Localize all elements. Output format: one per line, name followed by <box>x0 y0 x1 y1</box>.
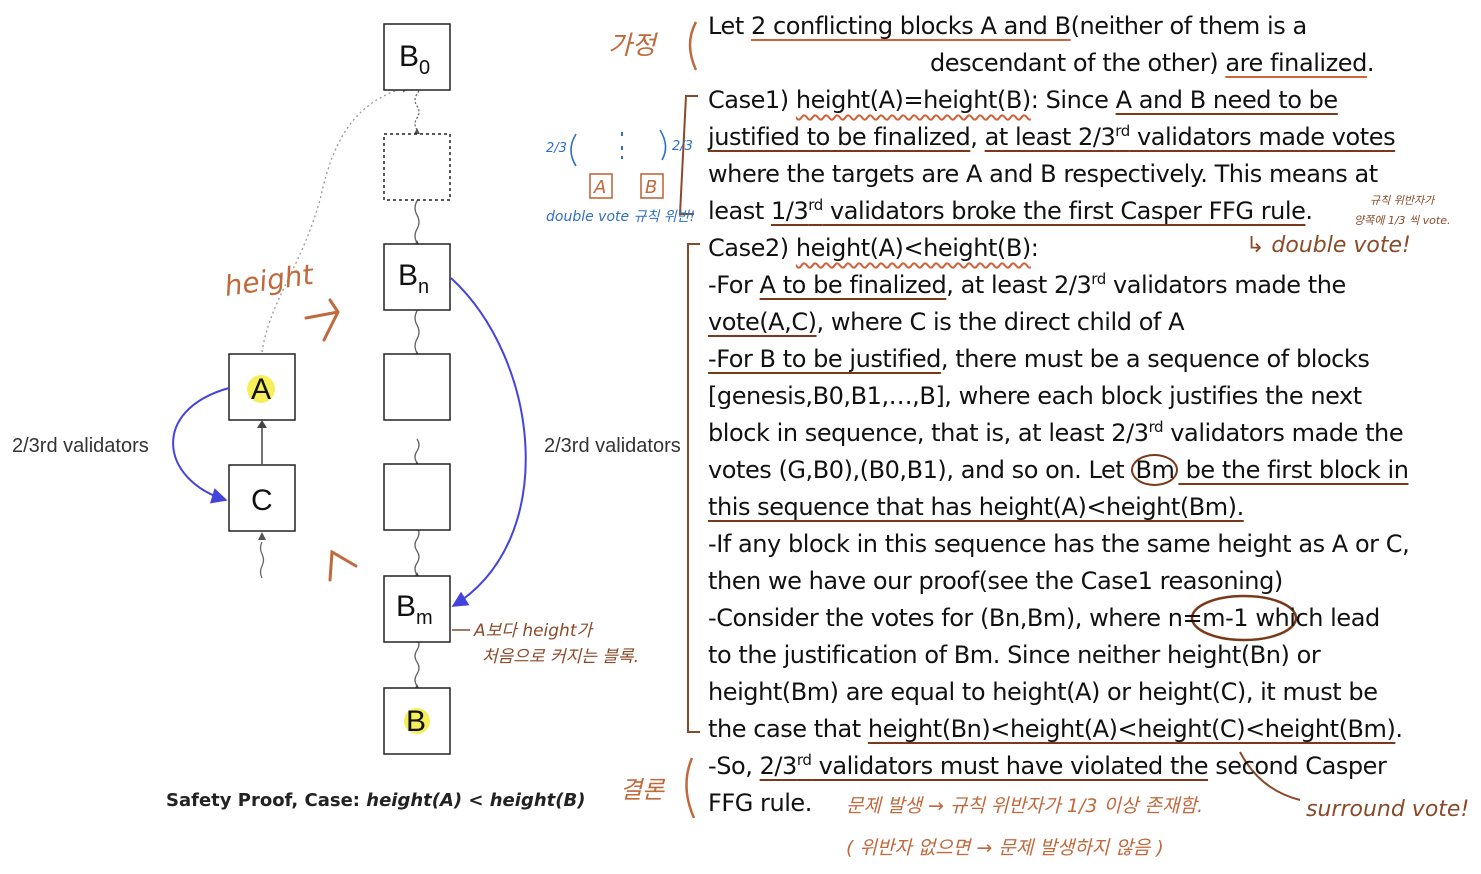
block-empty-1 <box>383 353 451 421</box>
block-a-label: A <box>251 373 271 406</box>
block-c <box>228 464 296 532</box>
proof-line-9: vote(A,C), where C is the direct child o… <box>708 308 1185 336</box>
proof-line-8: -For A to be finalized, at least 2/3rd v… <box>708 270 1346 299</box>
no-violator-note: ( 위반자 없으면 → 문제 발생하지 않음 ) <box>846 837 1164 859</box>
proof-line-22: FFG rule. <box>708 789 812 817</box>
vote-sketch-b: B <box>645 177 657 198</box>
proof-line-21: -So, 2/3rd validators must have violated… <box>708 751 1387 780</box>
block-dashed <box>383 133 451 201</box>
surround-vote-label: surround vote! <box>1306 797 1469 822</box>
block-bn <box>383 243 451 311</box>
height-arrow-up <box>304 298 340 342</box>
block-bm <box>383 575 451 643</box>
violator-note-1: 규칙 위반자가 <box>1370 194 1436 207</box>
case2-bracket <box>687 243 700 733</box>
proof-line-14: this sequence that has height(A)<height(… <box>708 493 1244 521</box>
left-validators-label: 2/3rd validators <box>12 435 149 457</box>
block-empty-2 <box>383 463 451 531</box>
block-bm-label: Bm <box>396 590 433 629</box>
vote-arrow-a-to-c <box>172 387 230 504</box>
proof-line-18: to the justification of Bm. Since neithe… <box>708 641 1321 669</box>
double-vote-rule-note: double vote 규칙 위반! <box>546 209 695 225</box>
height-annotation: height <box>222 258 316 303</box>
right-validators-label: 2/3rd validators <box>544 435 681 457</box>
proof-line-13: votes (G,B0),(B0,B1), and so on. Let Bm … <box>708 454 1409 486</box>
proof-line-4: justified to be finalized, at least 2/3r… <box>708 122 1396 151</box>
block-b-label: B <box>406 705 426 738</box>
problem-note: 문제 발생 → 규칙 위반자가 1/3 이상 존재함. <box>846 795 1203 817</box>
bm-note-line-1: A보다 height가 <box>473 621 595 641</box>
dotted-link-a-to-b0 <box>261 83 411 353</box>
proof-line-11: [genesis,B0,B1,…,B], where each block ju… <box>708 382 1362 410</box>
assumption-brace <box>688 21 698 71</box>
block-b0 <box>383 23 451 91</box>
proof-line-12: block in sequence, that is, at least 2/3… <box>708 418 1404 447</box>
double-vote-label: ↳ double vote! <box>1246 233 1411 258</box>
chain-link-below-c <box>259 541 265 579</box>
proof-line-6: least 1/3rd validators broke the first C… <box>708 196 1313 225</box>
proof-line-2: descendant of the other) are finalized. <box>930 49 1375 77</box>
proof-line-5: where the targets are A and B respective… <box>708 160 1378 188</box>
bm-note-line-2: 처음으로 커지는 블록. <box>482 647 639 667</box>
proof-line-1: Let 2 conflicting blocks A and B(neither… <box>708 12 1307 40</box>
conclusion-brace <box>685 757 696 819</box>
two-thirds-right: 2/3 <box>672 139 693 154</box>
vote-sketch-a: A <box>593 177 606 198</box>
proof-line-16: then we have our proof(see the Case1 rea… <box>708 567 1283 595</box>
proof-text: Let 2 conflicting blocks A and B(neither… <box>708 8 1468 822</box>
proof-line-7: Case2) height(A)<height(B): <box>708 234 1039 262</box>
proof-line-3: Case1) height(A)=height(B): Since A and … <box>708 86 1338 114</box>
proof-line-10: -For B to be justified, there must be a … <box>708 345 1370 373</box>
block-b0-label: B0 <box>399 40 430 79</box>
assumption-label: 가정 <box>608 31 659 61</box>
surround-arrow <box>1239 751 1301 801</box>
vote-arrow-bn-to-bm <box>450 277 527 607</box>
two-thirds-left: 2/3 <box>546 141 567 156</box>
proof-line-19: height(Bm) are equal to height(A) or hei… <box>708 678 1378 706</box>
conclusion-label: 결론 <box>620 776 666 804</box>
n-m-1-circle <box>1190 594 1298 642</box>
proof-line-17: -Consider the votes for (Bn,Bm), where n… <box>708 604 1380 632</box>
proof-line-15: -If any block in this sequence has the s… <box>708 530 1410 558</box>
block-c-label: C <box>251 484 273 517</box>
proof-line-20: the case that height(Bn)<height(A)<heigh… <box>708 715 1403 743</box>
height-arrow-down <box>328 549 358 582</box>
case1-bracket <box>678 95 698 215</box>
violator-note-2: 양쪽에 1/3 씩 vote. <box>1354 214 1451 227</box>
figure-caption: Safety Proof, Case: height(A) < height(B… <box>166 790 585 811</box>
block-bn-label: Bn <box>398 259 429 298</box>
